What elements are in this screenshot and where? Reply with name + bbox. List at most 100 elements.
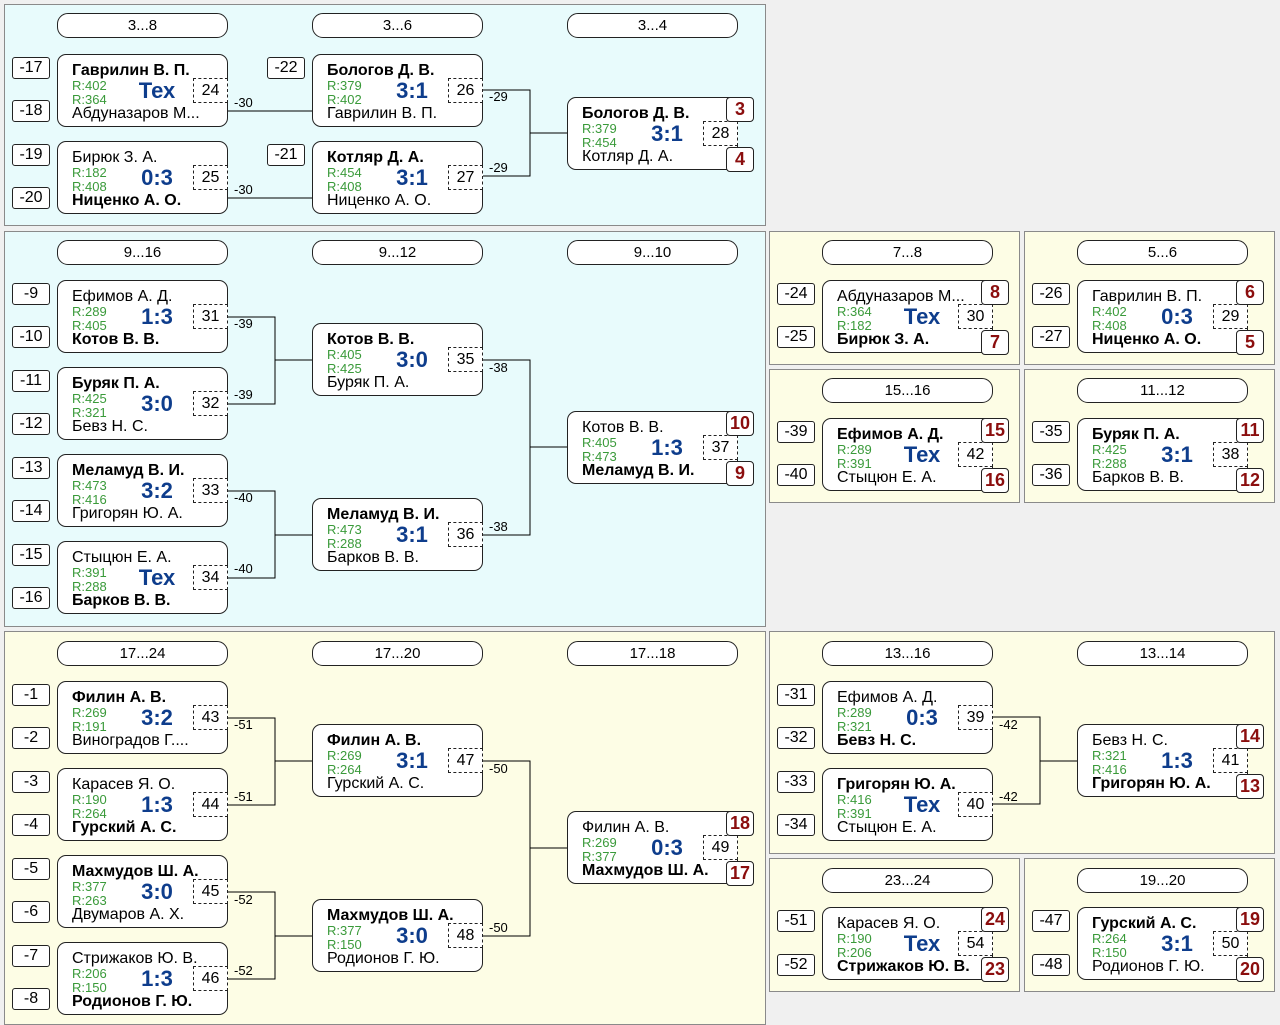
match-score: 1:3 [1161,748,1193,773]
match-number: 36 [448,522,483,547]
player-bottom-name: Григорян Ю. А. [72,505,183,522]
match-number: 41 [1213,748,1248,773]
player-bottom-rating: R:264 [327,762,362,777]
place-badge: 17 [726,861,754,886]
player-top-name: Ефимов А. Д. [837,426,944,443]
loser-next-label: -50 [489,761,508,776]
match-score: 3:1 [1161,931,1193,956]
player-top-rating: R:289 [837,705,872,720]
seed-label: -24 [777,283,815,305]
seed-label: -27 [1032,326,1070,348]
player-bottom-name: Буряк П. А. [327,374,410,391]
player-top-name: Бевз Н. С. [1092,732,1168,749]
match-number: 44 [193,792,228,817]
seed-label: -19 [12,144,50,166]
match-number: 31 [193,304,228,329]
player-bottom-rating: R:405 [72,318,107,333]
seed-label: -7 [12,945,50,967]
player-bottom-rating: R:416 [1092,762,1127,777]
player-top-name: Филин А. В. [327,732,422,749]
seed-label: -40 [777,464,815,486]
round-header: 17...18 [567,641,738,666]
seed-label: -25 [777,326,815,348]
player-top-name: Котов В. В. [582,419,664,436]
player-top-rating: R:364 [837,304,872,319]
round-header: 9...12 [312,240,483,265]
seed-label: -51 [777,910,815,932]
player-bottom-name: Родионов Г. Ю. [327,950,440,967]
player-top-rating: R:289 [837,442,872,457]
player-top-rating: R:405 [327,347,362,362]
player-bottom-name: Барков В. В. [327,549,419,566]
player-bottom-rating: R:377 [582,849,617,864]
match-score: 0:3 [141,165,173,190]
player-bottom-rating: R:191 [72,719,107,734]
player-top-rating: R:473 [327,522,362,537]
seed-label: -9 [12,283,50,305]
match-score: Тех [903,931,941,956]
seed-label: -2 [12,727,50,749]
player-top-name: Котов В. В. [327,331,415,348]
match-score: 3:0 [396,347,428,372]
player-top-rating: R:269 [582,835,617,850]
round-header: 9...16 [57,240,228,265]
player-bottom-rating: R:408 [1092,318,1127,333]
match-number: 37 [703,435,738,460]
player-bottom-rating: R:402 [327,92,362,107]
player-top-rating: R:321 [1092,748,1127,763]
player-bottom-name: Бевз Н. С. [837,732,917,749]
seed-label: -22 [267,57,305,79]
place-badge: 5 [1236,330,1264,355]
player-bottom-name: Котляр Д. А. [582,148,674,165]
loser-next-label: -40 [234,490,253,505]
match-number: 28 [703,121,738,146]
match-score: 3:2 [141,478,173,503]
seed-label: -17 [12,57,50,79]
player-top-name: Абдуназаров М... [837,288,965,305]
player-top-name: Филин А. В. [72,689,167,706]
loser-next-label: -38 [489,360,508,375]
loser-next-label: -51 [234,717,253,732]
player-top-name: Гаврилин В. П. [72,62,190,79]
seed-label: -3 [12,771,50,793]
loser-next-label: -30 [234,182,253,197]
match-number: 50 [1213,931,1248,956]
place-badge: 15 [981,418,1009,443]
player-bottom-name: Стыцюн Е. А. [837,469,937,486]
match-score: 3:0 [396,923,428,948]
seed-label: -52 [777,954,815,976]
match-score: Тех [903,442,941,467]
seed-label: -10 [12,326,50,348]
player-top-name: Ефимов А. Д. [837,689,938,706]
place-badge: 20 [1236,957,1264,982]
